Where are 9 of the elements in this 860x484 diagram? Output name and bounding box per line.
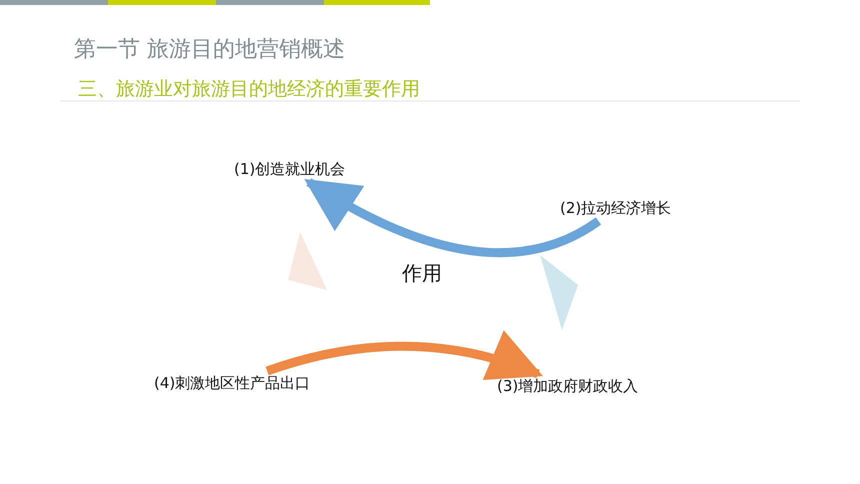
center-label: 作用: [402, 260, 442, 287]
effect-label: (4)刺激地区性产品出口: [154, 374, 310, 393]
curved-arrow: [304, 178, 601, 258]
slide-title: 第一节 旅游目的地营销概述: [74, 36, 345, 64]
effect-label: (2)拉动经济增长: [560, 199, 672, 218]
curved-arrow: [266, 331, 544, 382]
subtitle: 三、旅游业对旅游目的地经济的重要作用: [78, 77, 420, 102]
effect-label: (1)创造就业机会: [234, 160, 346, 179]
effect-label: (3)增加政府财政收入: [497, 377, 638, 396]
